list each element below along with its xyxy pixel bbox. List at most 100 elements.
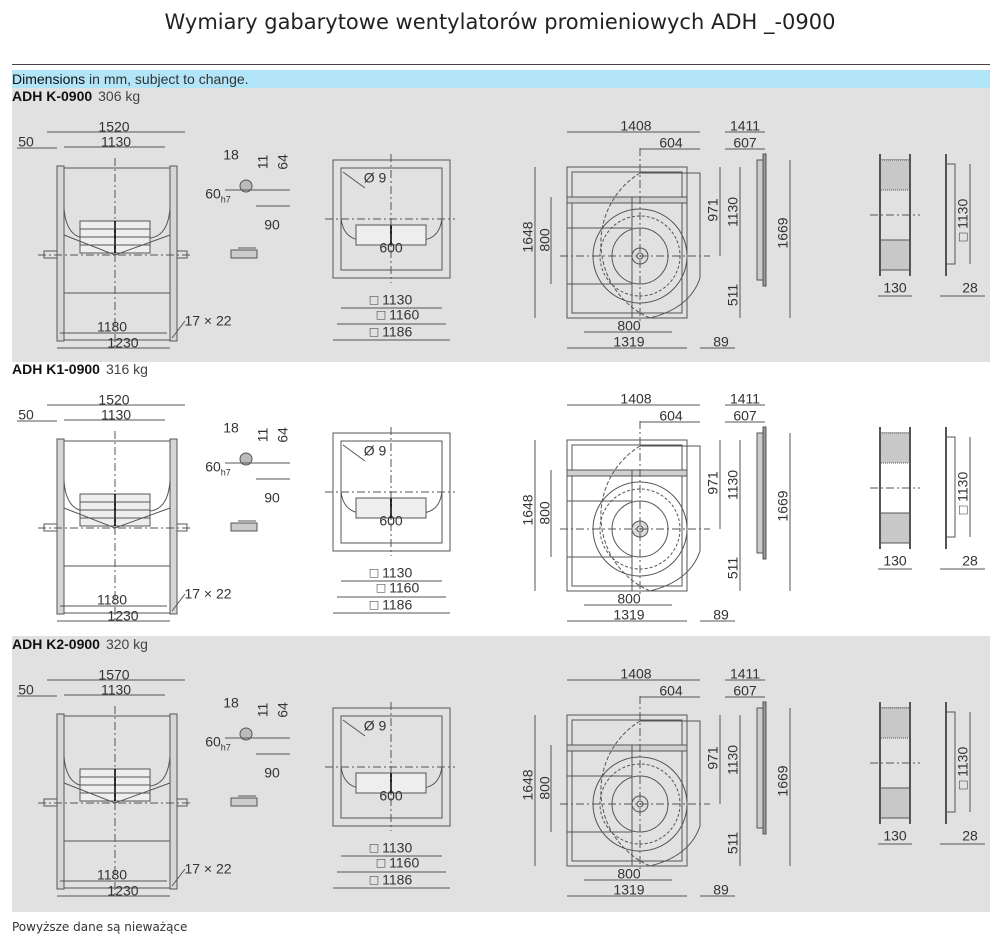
dimension-d511: 511 <box>724 831 741 855</box>
dimension-d50: 50 <box>18 133 34 150</box>
dimension-d11: 11 <box>254 427 271 443</box>
dimension-d511: 511 <box>724 556 741 580</box>
model-heading: ADH K2-0900 320 kg <box>12 636 148 652</box>
model-heading: ADH K-0900 306 kg <box>12 88 140 104</box>
dimension-d971: 971 <box>704 746 721 770</box>
dimension-d1411: 1411 <box>729 665 761 682</box>
dimension-d1180: 1180 <box>96 591 128 608</box>
page-title: Wymiary gabarytowe wentylatorów promieni… <box>164 10 836 34</box>
model-weight: 306 kg <box>98 88 141 104</box>
dimension-d60-value: 60 <box>205 733 221 750</box>
dimension-d800v: 800 <box>536 228 553 252</box>
fan-technical-drawing <box>17 679 985 897</box>
dimension-d18: 18 <box>223 694 239 711</box>
model-name: ADH K2-0900 <box>12 636 100 652</box>
dimension-d1411: 1411 <box>729 390 761 407</box>
model-weight: 320 kg <box>105 636 148 652</box>
dimension-d800h: 800 <box>617 317 641 334</box>
dimension-d1230: 1230 <box>107 607 139 624</box>
dimension-d28: 28 <box>962 552 978 569</box>
dimension-d1648: 1648 <box>519 494 536 526</box>
dimension-d1520: 1520 <box>98 391 130 408</box>
dimension-d600: 600 <box>379 787 403 804</box>
dimension-d1411: 1411 <box>729 117 761 134</box>
dimension-d1180: 1180 <box>96 866 128 883</box>
dimension-d1648: 1648 <box>519 769 536 801</box>
dimension-d607: 607 <box>733 682 757 699</box>
dimension-d1230: 1230 <box>107 334 139 351</box>
dimension-sq1186: □ 1186 <box>369 596 413 613</box>
dimension-tolerance: h7 <box>220 467 231 478</box>
dimensions-label: Dimensions <box>12 71 86 87</box>
dimension-d1408: 1408 <box>620 665 652 682</box>
dimension-d89: 89 <box>713 606 729 623</box>
dimension-d1648: 1648 <box>519 221 536 253</box>
dimension-d90: 90 <box>264 489 280 506</box>
dimension-d130: 130 <box>883 552 907 569</box>
dimension-d511: 511 <box>724 283 741 307</box>
dimension-d800v: 800 <box>536 501 553 525</box>
dimension-sq1186: □ 1186 <box>369 323 413 340</box>
dimension-d1669: 1669 <box>774 765 791 797</box>
dimension-d604: 604 <box>659 682 683 699</box>
dimensions-note: Dimensions in mm, subject to change. <box>12 70 990 88</box>
dimension-d64: 64 <box>274 702 291 718</box>
dimension-sq1160: □ 1160 <box>376 306 420 323</box>
dimension-d18: 18 <box>223 419 239 436</box>
dimension-d600: 600 <box>379 512 403 529</box>
dimension-d60: 60h7 <box>205 459 231 481</box>
dimension-sq1130: □ 1130 <box>369 291 413 308</box>
dimension-d50: 50 <box>18 406 34 423</box>
dimension-hole: Ø 9 <box>363 442 387 459</box>
dimension-sq1130: □ 1130 <box>369 839 413 856</box>
dimension-d1319: 1319 <box>613 333 645 350</box>
dimension-d1130a: 1130 <box>100 681 132 698</box>
dimension-d1520: 1520 <box>98 118 130 135</box>
dimension-d1230: 1230 <box>107 882 139 899</box>
dimension-d800h: 800 <box>617 865 641 882</box>
model-weight: 316 kg <box>105 361 148 377</box>
dimension-d64: 64 <box>274 427 291 443</box>
dimension-d607: 607 <box>733 407 757 424</box>
dimension-slot: 17 × 22 <box>184 585 232 602</box>
dimension-d1669: 1669 <box>774 490 791 522</box>
dimension-d60-value: 60 <box>205 185 221 202</box>
dimension-d28: 28 <box>962 827 978 844</box>
dimension-d130: 130 <box>883 827 907 844</box>
dimension-d28: 28 <box>962 279 978 296</box>
dimension-d90: 90 <box>264 216 280 233</box>
footer-note: Powyższe dane są nieważące <box>12 920 188 934</box>
dimensions-note-text: in mm, subject to change. <box>89 71 249 87</box>
dimension-sq1130v: □ 1130 <box>954 471 971 515</box>
fan-technical-drawing <box>17 404 985 622</box>
dimension-sq1130v: □ 1130 <box>954 746 971 790</box>
dimension-sq1130: □ 1130 <box>369 564 413 581</box>
dimension-d11: 11 <box>254 702 271 718</box>
dimension-d971: 971 <box>704 198 721 222</box>
divider <box>12 64 990 65</box>
dimension-d1319: 1319 <box>613 606 645 623</box>
dimension-d1130a: 1130 <box>100 406 132 423</box>
dimension-d604: 604 <box>659 407 683 424</box>
dimension-d60: 60h7 <box>205 185 231 208</box>
dimension-tolerance: h7 <box>220 194 231 205</box>
fan-technical-drawing <box>17 131 985 349</box>
model-name: ADH K-0900 <box>12 88 93 104</box>
dimension-d1408: 1408 <box>620 117 652 134</box>
dimension-d64: 64 <box>274 154 291 170</box>
dimension-hole: Ø 9 <box>363 169 387 186</box>
dimension-sq1130v: □ 1130 <box>954 198 971 242</box>
model-heading: ADH K1-0900 316 kg <box>12 361 148 377</box>
dimension-d971: 971 <box>704 471 721 495</box>
dimension-d89: 89 <box>713 333 729 350</box>
dimension-slot: 17 × 22 <box>184 312 232 329</box>
dimension-d1130b: 1130 <box>724 469 741 501</box>
dimension-slot: 17 × 22 <box>184 860 232 877</box>
dimension-d50: 50 <box>18 681 34 698</box>
model-name: ADH K1-0900 <box>12 361 100 377</box>
dimension-d1130a: 1130 <box>100 133 132 150</box>
dimension-d1669: 1669 <box>774 217 791 249</box>
